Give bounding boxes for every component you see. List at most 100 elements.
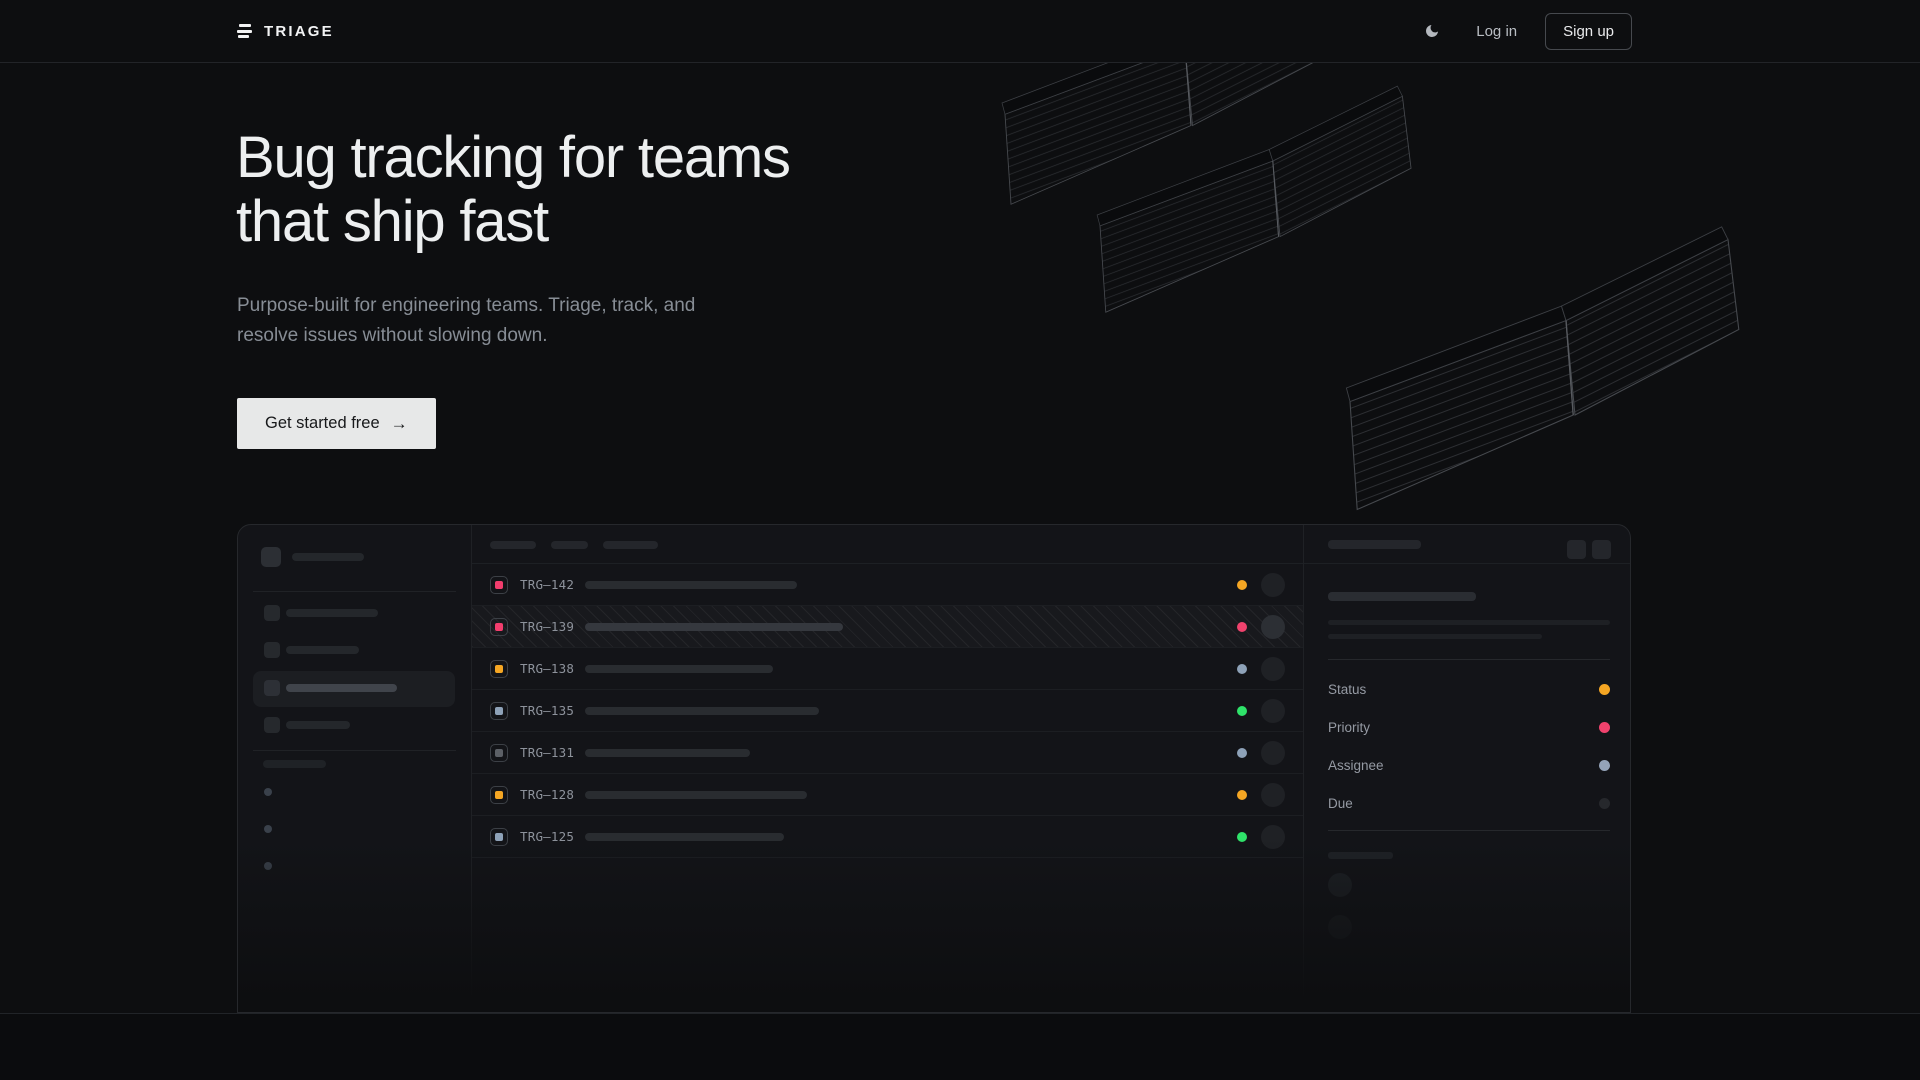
skeleton-bar [1328,852,1393,859]
brand-bars-icon [237,24,252,38]
get-started-button[interactable]: Get started free → [237,398,436,449]
avatar [1261,740,1285,765]
signup-button[interactable]: Sign up [1545,12,1632,50]
issue-id: TRG–131 [520,745,575,760]
brand-logo[interactable]: TRIAGE [237,23,334,40]
field-value-dot [1599,721,1610,733]
top-nav: TRIAGE Log in Sign up [0,0,1920,63]
issue-type-dot [495,580,503,589]
skeleton-bar [286,721,350,729]
avatar [1261,656,1285,681]
issue-id: TRG–139 [520,619,575,634]
skeleton-bar [263,760,326,768]
issue-title-skeleton [585,622,843,631]
skeleton-bar [292,553,364,561]
issue-row: TRG–135 [472,690,1303,732]
detail-title-skeleton [1328,592,1476,601]
status-dot [1237,663,1247,674]
mockup-sidebar [238,525,472,1012]
hero-title: Bug tracking for teams that ship fast [236,125,791,254]
detail-line-skeleton [1328,620,1610,625]
hero-subtitle-line1: Purpose-built for engineering teams. Tri… [237,295,696,316]
mockup-workspace-icon [261,547,281,567]
detail-field: Due [1304,784,1630,822]
wireframe-decoration [1000,63,1790,518]
tab-skeleton [490,541,536,549]
status-dot [1237,747,1247,758]
issue-id: TRG–142 [520,577,575,592]
divider [1328,659,1610,660]
field-value-dot [1599,683,1610,695]
status-dot [1237,621,1247,632]
issue-type-icon [490,827,508,846]
tab-skeleton [551,541,588,549]
nav-item-icon [264,680,280,696]
issue-row: TRG–138 [472,648,1303,690]
divider [1328,830,1610,831]
field-label: Status [1328,681,1367,697]
issue-type-dot [495,748,503,757]
hero-title-line1: Bug tracking for teams [236,125,791,190]
hero-title-line2: that ship fast [236,189,549,254]
divider [253,750,456,751]
status-dot [1237,705,1247,716]
login-link[interactable]: Log in [1476,22,1518,40]
detail-header [1304,525,1630,564]
arrow-right-icon: → [390,413,408,433]
issue-list-header [472,525,1303,564]
tab-skeleton [603,541,658,549]
moon-icon [1426,25,1439,37]
skeleton-bar [286,684,397,692]
nav-item-icon [264,717,280,733]
hero-subtitle: Purpose-built for engineering teams. Tri… [237,291,695,351]
nav-item-icon [264,642,280,658]
skeleton-bar [286,646,359,654]
issue-type-dot [495,706,503,715]
issue-row: TRG–125 [472,816,1303,858]
avatar [1261,782,1285,807]
sidebar-dot [264,788,272,796]
brand-name: TRIAGE [264,22,334,40]
issue-title-skeleton [585,748,750,757]
issue-id: TRG–125 [520,829,575,844]
issue-type-dot [495,664,503,673]
status-dot [1237,579,1247,590]
issue-title-skeleton [585,580,797,589]
issue-title-skeleton [585,664,773,673]
footer-section [0,1014,1920,1080]
issue-row: TRG–128 [472,774,1303,816]
issue-type-icon [490,785,508,804]
get-started-label: Get started free [265,414,380,432]
issue-title-skeleton [585,706,819,715]
issue-id: TRG–128 [520,787,575,802]
theme-toggle-button[interactable] [1424,23,1440,39]
field-label: Priority [1328,719,1371,735]
hero-subtitle-line2: resolve issues without slowing down. [237,325,548,346]
issue-id: TRG–135 [520,703,575,718]
nav-item-icon [264,605,280,621]
status-dot [1237,831,1247,842]
sidebar-dot [264,825,272,833]
status-dot [1237,789,1247,800]
issue-row-selected: TRG–139 [472,606,1303,648]
avatar [1261,572,1285,597]
detail-action-icon [1592,540,1611,559]
detail-field: Status [1304,670,1630,708]
issue-type-icon [490,701,508,720]
field-value-dot [1599,797,1610,809]
issue-id: TRG–138 [520,661,575,676]
skeleton-bar [1328,540,1421,549]
field-value-dot [1599,759,1610,771]
issue-type-icon [490,743,508,762]
avatar [1328,915,1352,939]
skeleton-bar [286,609,378,617]
issue-type-dot [495,622,503,631]
issue-type-icon [490,659,508,678]
field-label: Assignee [1328,757,1384,773]
divider [253,591,456,592]
field-label: Due [1328,795,1353,811]
section-divider [0,1013,1920,1014]
